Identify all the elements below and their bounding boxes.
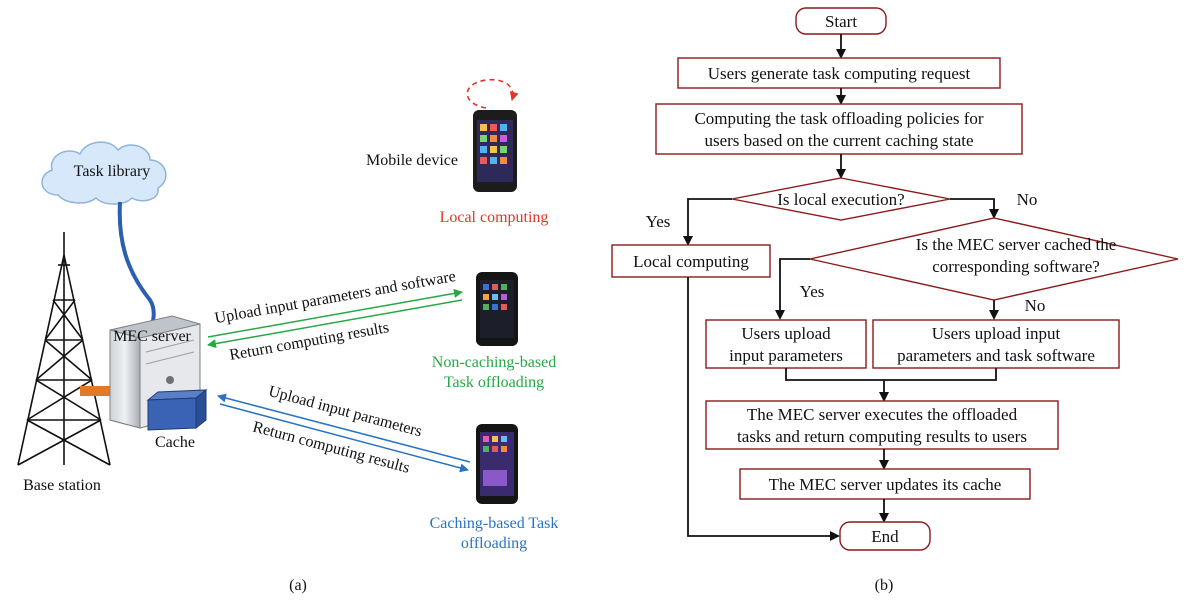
local-execution-label: Is local execution?: [777, 190, 904, 209]
tower-link: [80, 386, 112, 396]
caching-label-2: offloading: [461, 535, 527, 552]
local-computing-box: [611, 244, 771, 278]
upload-arrow-blue: [217, 393, 471, 463]
return-results-label-1: Return computing results: [228, 319, 390, 364]
compute-policy-label-2: users based on the current caching state: [704, 131, 973, 150]
cache-label: Cache: [155, 434, 195, 451]
upload-params-box-label-2: input parameters: [729, 346, 843, 365]
generate-request-label: Users generate task computing request: [708, 64, 971, 83]
mec-server-label: MEC server: [113, 328, 191, 345]
local-loop-arrow: [466, 78, 519, 109]
cached-software-label-2: corresponding software?: [932, 257, 1100, 276]
mobile-device-label: Mobile device: [366, 152, 458, 169]
upload-software-box: [872, 319, 1120, 369]
execute-label-1: The MEC server executes the offloaded: [747, 405, 1018, 424]
task-library-label: Task library: [74, 163, 151, 180]
panel-b: Start Users generate task computing requ…: [611, 7, 1179, 594]
upload-arrow-green: [207, 288, 463, 338]
phone-caching-icon: [476, 424, 518, 504]
compute-policy-box: [655, 103, 1023, 155]
upload-params-box-label-1: Users upload: [741, 324, 831, 343]
base-station-tower-icon: [17, 232, 111, 466]
yes-label-1: Yes: [646, 212, 671, 231]
caption-b: (b): [875, 577, 894, 594]
upload-params-box: [705, 319, 867, 369]
non-caching-label-1: Non-caching-based: [432, 354, 556, 371]
upload-software-box-label-1: Users upload input: [932, 324, 1061, 343]
return-arrow-green: [207, 299, 463, 349]
return-arrow-blue: [219, 403, 469, 473]
phone-non-caching-icon: [476, 272, 518, 346]
yes-label-2: Yes: [800, 282, 825, 301]
no-label-2: No: [1025, 296, 1046, 315]
end-label: End: [871, 527, 899, 546]
panel-a: Task library Base station: [17, 78, 559, 594]
no-label-1: No: [1017, 190, 1038, 209]
update-cache-box: [739, 468, 1031, 500]
upload-software-box-label-2: parameters and task software: [897, 346, 1095, 365]
update-cache-label: The MEC server updates its cache: [769, 475, 1002, 494]
upload-software-label: Upload input parameters and software: [213, 268, 457, 327]
caption-a: (a): [289, 577, 307, 594]
network-cable: [117, 201, 156, 326]
cached-software-label-1: Is the MEC server cached the: [916, 235, 1117, 254]
generate-request-box: [677, 57, 1001, 89]
caching-label-1: Caching-based Task: [430, 515, 559, 532]
start-label: Start: [825, 12, 857, 31]
phone-local-icon: [473, 110, 517, 192]
execute-label-2: tasks and return computing results to us…: [737, 427, 1027, 446]
cloud-icon: [41, 141, 167, 205]
end-terminal: [839, 521, 931, 551]
non-caching-label-2: Task offloading: [444, 374, 544, 391]
local-computing-label: Local computing: [440, 209, 549, 226]
execute-box: [705, 400, 1059, 450]
compute-policy-label-1: Computing the task offloading policies f…: [694, 109, 983, 128]
local-execution-decision: [731, 177, 951, 221]
cache-icon: [146, 388, 208, 431]
local-computing-box-label: Local computing: [633, 252, 749, 271]
base-station-label: Base station: [23, 477, 101, 494]
